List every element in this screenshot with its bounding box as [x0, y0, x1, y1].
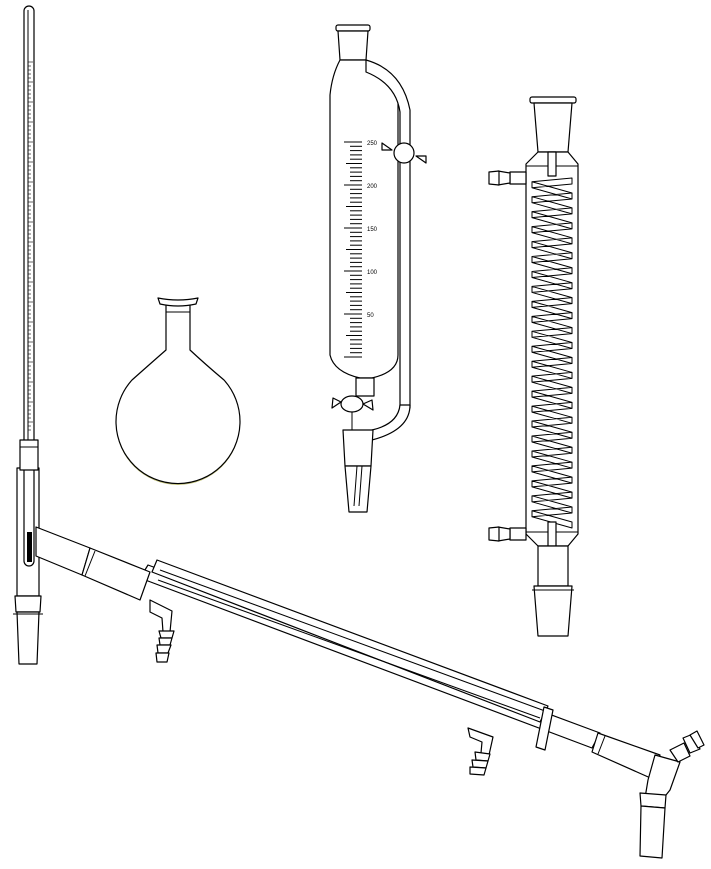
scale-label-250: 250	[367, 141, 378, 147]
vacuum-nozzle	[669, 730, 705, 763]
dropping-funnel: 250 200 150 100 50	[329, 24, 427, 513]
water-inlet-barb	[149, 599, 175, 663]
condenser-joint-clip	[535, 706, 554, 751]
thermometer-scale	[28, 61, 33, 431]
scale-label-50: 50	[367, 313, 374, 319]
condenser-coil	[531, 151, 573, 547]
thermometer-bulb	[27, 532, 32, 562]
water-outlet-barb	[467, 727, 494, 776]
upper-water-nozzle	[488, 170, 527, 186]
lower-water-nozzle	[488, 526, 527, 542]
thermometer	[19, 5, 39, 567]
scale-label-200: 200	[367, 184, 378, 190]
funnel-scale-labels: 250 200 150 100 50	[367, 141, 378, 319]
scale-label-100: 100	[367, 270, 378, 276]
liebig-condenser	[139, 559, 601, 776]
main-stopcock	[331, 395, 374, 413]
funnel-scale	[344, 141, 362, 358]
vacuum-adapter	[591, 730, 705, 859]
scale-label-150: 150	[367, 227, 378, 233]
coil-condenser	[488, 96, 579, 637]
round-bottom-flask	[115, 297, 241, 485]
equalizer-stopcock	[381, 142, 427, 164]
